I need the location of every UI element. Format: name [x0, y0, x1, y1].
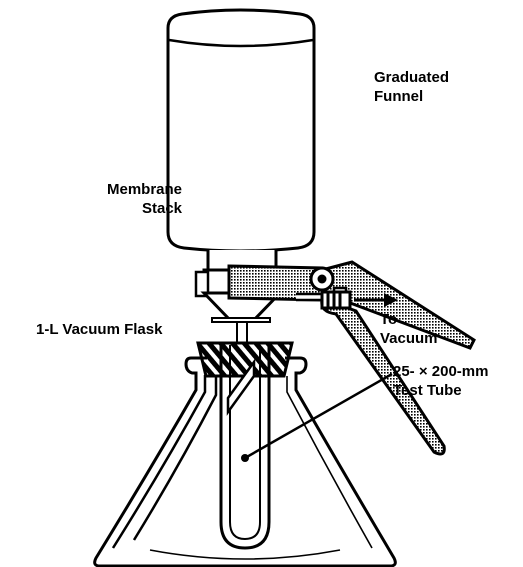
- graduated-funnel: [166, 8, 316, 272]
- side-arm: [296, 286, 352, 310]
- funnel-label-line1: Graduated: [374, 69, 450, 86]
- test-tube-label-line1: 25- × 200-mm: [393, 363, 489, 380]
- clamp: [227, 260, 476, 456]
- membrane-stack-label-line1: Membrane: [107, 181, 183, 198]
- funnel-label-line2: Funnel: [374, 88, 424, 105]
- funnel-label: Graduated Funnel: [374, 68, 449, 106]
- membrane-stack-label: Membrane Stack: [107, 180, 182, 218]
- rubber-stopper: [196, 341, 294, 378]
- test-tube: [211, 317, 271, 550]
- vacuum-label: To Vacuum: [380, 310, 438, 348]
- vacuum-label-line1: To: [380, 311, 398, 328]
- vacuum-label-line2: Vacuum: [380, 330, 438, 347]
- test-tube-label: 25- × 200-mm Test Tube: [393, 362, 488, 400]
- vacuum-flask: [93, 356, 397, 567]
- vacuum-arrow: [354, 293, 398, 307]
- flask-label: 1-L Vacuum Flask: [36, 321, 163, 338]
- test-tube-label-line2: Test Tube: [393, 382, 462, 399]
- membrane-stack-label-line2: Stack: [142, 200, 183, 217]
- tube-leader-line: [244, 372, 393, 460]
